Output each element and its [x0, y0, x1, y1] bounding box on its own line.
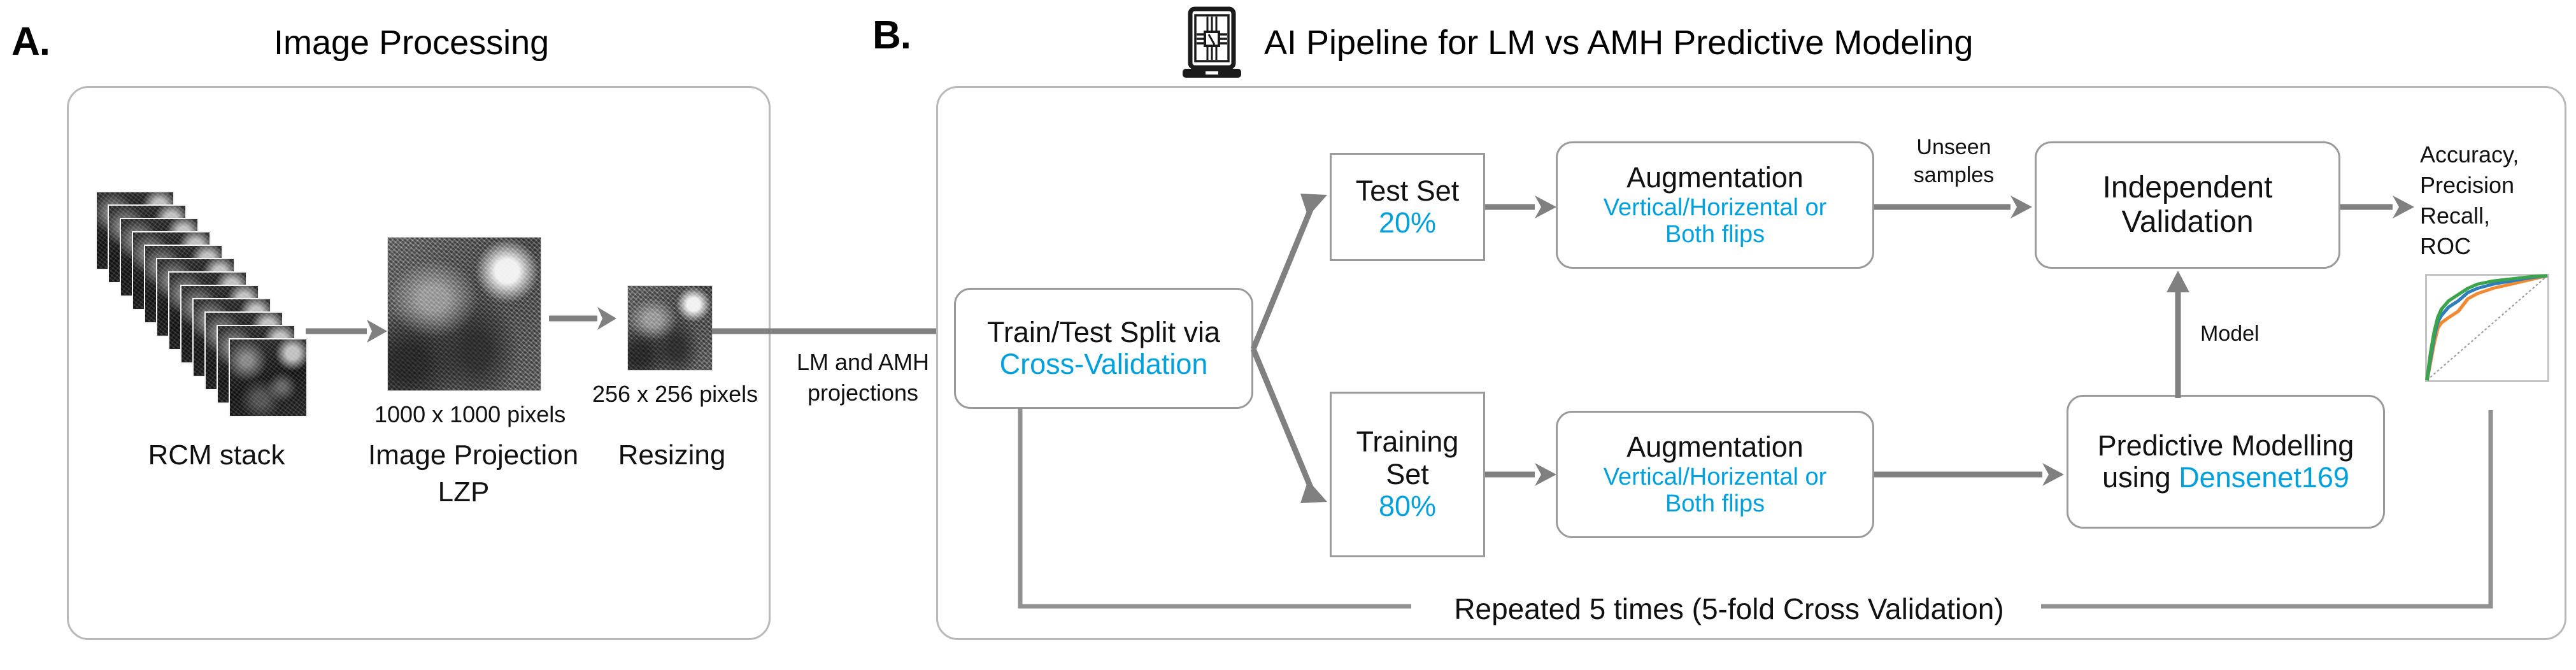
image-projection-label: Image Projection	[368, 439, 579, 471]
arrow-stack-to-projection	[306, 318, 388, 344]
arrow-augmentation-to-modelling	[1874, 462, 2065, 487]
metrics-line-1: Accuracy,	[2420, 141, 2519, 168]
predictive-modelling-using: using	[2102, 461, 2179, 494]
arrow-model-upward	[2165, 271, 2191, 398]
image-projection-method: LZP	[438, 476, 490, 508]
arrow-augmentation-to-validation	[1874, 194, 2033, 220]
split-line-2: Cross-Validation	[999, 348, 1208, 380]
rcm-stack-label: RCM stack	[148, 439, 285, 471]
resized-size-label: 256 x 256 pixels	[592, 381, 758, 407]
metrics-line-2: Precision	[2420, 172, 2515, 198]
arrow-panel-a-to-split	[712, 317, 967, 345]
node-augmentation-test[interactable]: Augmentation Vertical/Horizental or Both…	[1556, 141, 1874, 269]
image-projection-thumbnail	[387, 237, 541, 391]
augmentation-top-line-3: Both flips	[1665, 221, 1765, 248]
panel-a-heading: Image Processing	[274, 24, 550, 62]
edge-label-model: Model	[2200, 322, 2259, 346]
node-train-test-split[interactable]: Train/Test Split via Cross-Validation	[954, 288, 1253, 409]
augmentation-bottom-line-1: Augmentation	[1626, 431, 1804, 464]
edge-label-unseen-line1: Unseen	[1916, 135, 1991, 159]
node-training-set[interactable]: Training Set 80%	[1330, 392, 1485, 557]
edge-label-projections-line1: LM and AMH	[796, 349, 930, 375]
metrics-line-4: ROC	[2420, 233, 2471, 259]
independent-validation-line-1: Independent	[2102, 171, 2273, 205]
edge-label-unseen-line2: samples	[1913, 163, 1995, 187]
node-test-set[interactable]: Test Set 20%	[1330, 153, 1485, 261]
training-set-line-3: 80%	[1378, 490, 1437, 523]
augmentation-bottom-line-2: Vertical/Horizental or	[1603, 463, 1827, 490]
training-set-line-1: Training	[1356, 425, 1459, 459]
arrow-training-set-to-augmentation	[1485, 462, 1558, 487]
test-set-line-1: Test Set	[1355, 174, 1460, 207]
projection-size-label: 1000 x 1000 pixels	[374, 401, 566, 427]
test-set-line-2: 20%	[1378, 206, 1437, 239]
resizing-label: Resizing	[618, 439, 726, 471]
predictive-modelling-network: Densenet169	[2179, 461, 2349, 494]
training-set-line-2: Set	[1386, 457, 1429, 490]
resized-image-thumbnail	[627, 285, 713, 371]
arrow-split-to-test-set	[1250, 191, 1336, 357]
metrics-line-3: Recall,	[2420, 203, 2491, 229]
rcm-stack-image	[96, 191, 363, 420]
split-line-1: Train/Test Split via	[987, 315, 1220, 348]
augmentation-top-line-2: Vertical/Horizental or	[1603, 194, 1827, 221]
loop-line-left	[993, 408, 1414, 631]
edge-label-projections-line2: projections	[807, 380, 919, 406]
arrow-validation-to-metrics	[2340, 194, 2416, 220]
panel-b-heading: AI Pipeline for LM vs AMH Predictive Mod…	[1264, 24, 1974, 62]
loop-line-right	[2041, 410, 2525, 639]
node-augmentation-training[interactable]: Augmentation Vertical/Horizental or Both…	[1556, 411, 1874, 538]
predictive-modelling-line-2: using Densenet169	[2102, 461, 2349, 494]
panel-b-letter: B.	[872, 13, 911, 57]
arrow-test-set-to-augmentation	[1485, 194, 1558, 220]
arrow-split-to-training-set	[1250, 348, 1336, 508]
independent-validation-line-2: Validation	[2121, 205, 2254, 239]
node-independent-validation[interactable]: Independent Validation	[2035, 141, 2340, 269]
augmentation-top-line-1: Augmentation	[1626, 161, 1804, 194]
augmentation-bottom-line-3: Both flips	[1665, 490, 1765, 518]
laptop-chip-icon	[1174, 5, 1250, 82]
predictive-modelling-line-1: Predictive Modelling	[2097, 429, 2354, 462]
footer-caption: Repeated 5 times (5-fold Cross Validatio…	[1454, 592, 2004, 625]
arrow-projection-to-resizing	[549, 306, 618, 331]
node-predictive-modelling[interactable]: Predictive Modelling using Densenet169	[2067, 395, 2385, 529]
panel-a-letter: A.	[11, 20, 50, 64]
roc-curve-thumbnail	[2425, 274, 2549, 382]
